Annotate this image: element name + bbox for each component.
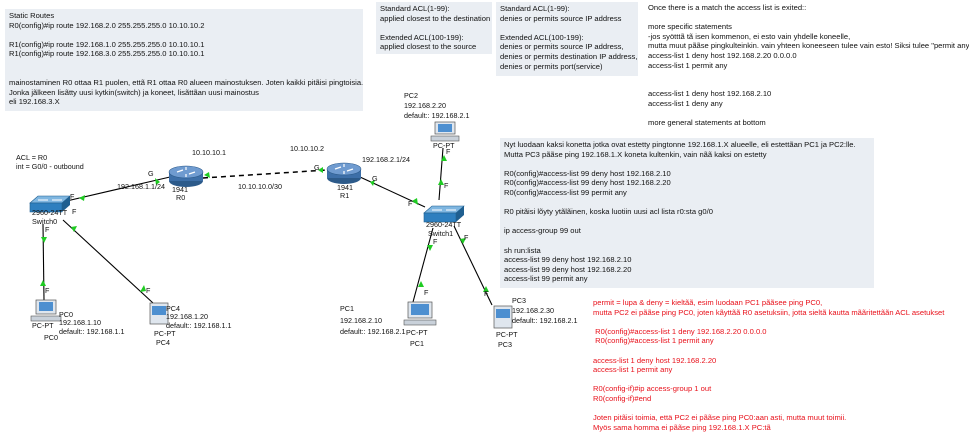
router-r0-name: R0 <box>176 193 186 202</box>
port-label: G <box>148 169 154 178</box>
r1-lan-ip-label: 192.168.2.1/24 <box>362 155 410 164</box>
pc3-gateway: default:: 192.168.2.1 <box>512 316 578 325</box>
acl-label: ACL = R0 int = G0/0 - outbound <box>16 153 84 171</box>
link-switch0-pc0 <box>42 223 45 301</box>
port-label: F <box>408 199 413 208</box>
port-label: F <box>70 192 75 201</box>
pc4-gateway: default:: 192.168.1.1 <box>166 321 232 330</box>
acl-ranges-note: Standard ACL(1-99): denies or permits so… <box>496 2 638 76</box>
static-routes-note: Static Routes R0(config)#ip route 192.16… <box>5 9 363 111</box>
pc4-name-below: PC4 <box>156 338 170 347</box>
pc2-gateway: default:: 192.168.2.1 <box>404 111 470 120</box>
port-label: F <box>45 225 50 234</box>
r1-wan-ip-label: 10.10.10.2 <box>290 144 324 153</box>
link-r0-switch0 <box>57 176 171 204</box>
link-switch0-pc4 <box>62 219 154 304</box>
router-r0-model: 1941 <box>172 185 188 194</box>
r0-lan-ip-label: 192.168.1.1/24 <box>117 182 165 191</box>
pc3-type: PC-PT <box>496 330 518 339</box>
pc0-name-below: PC0 <box>44 333 58 342</box>
port-label: F <box>424 288 429 297</box>
pc1-icon[interactable] <box>403 301 437 326</box>
links <box>42 147 493 306</box>
link-switch1-pc2 <box>438 147 444 201</box>
port-label: F <box>72 207 77 216</box>
pc1-gateway: default:: 192.168.2.1 <box>340 327 406 336</box>
acl99-note: Nyt luodaan kaksi konetta jotka ovat est… <box>500 138 874 288</box>
switch0-name: Switch0 <box>32 217 58 226</box>
router-r0-icon[interactable] <box>168 165 204 187</box>
pc0-ip: 192.168.1.10 <box>59 318 101 327</box>
router-r1-name: R1 <box>340 191 350 200</box>
port-label: G <box>314 163 320 172</box>
pc0-name: PC0 <box>59 310 73 319</box>
pc3-ip: 192.168.2.30 <box>512 306 554 315</box>
link-r0-r1 <box>202 169 328 179</box>
pc3-icon[interactable] <box>493 305 513 329</box>
pc4-type: PC-PT <box>154 329 176 338</box>
port-label: F <box>146 286 151 295</box>
standard-extended-acl-note: Standard ACL(1-99): applied closest to t… <box>376 2 492 54</box>
acl1-red-note: permit = lupa & deny = kieltãã, esim luo… <box>593 298 945 432</box>
switch0-model: 2960-24TT <box>32 208 68 217</box>
pc4-ip: 192.168.1.20 <box>166 312 208 321</box>
router-r1-icon[interactable] <box>326 162 362 184</box>
switch1-name: Switch1 <box>428 229 454 238</box>
pc3-name: PC3 <box>512 296 526 305</box>
switch1-icon[interactable] <box>423 205 465 223</box>
pc2-name: PC2 <box>404 91 418 100</box>
pc1-name-below: PC1 <box>410 339 424 348</box>
port-label: F <box>433 237 438 246</box>
pc2-icon[interactable] <box>430 121 460 142</box>
port-label: F <box>45 286 50 295</box>
pc1-type: PC-PT <box>406 328 428 337</box>
port-label: G <box>372 174 378 183</box>
pc4-name: PC4 <box>166 304 180 313</box>
link-switch1-pc1 <box>412 227 434 303</box>
pc1-name: PC1 <box>340 304 354 313</box>
link-status-markers <box>40 155 489 292</box>
port-label: F <box>446 147 451 156</box>
pc4-icon[interactable] <box>149 302 169 325</box>
pc0-icon[interactable] <box>30 299 62 322</box>
net-r0-r1-label: 10.10.10.0/30 <box>238 182 282 191</box>
switch1-model: 2960-24TT <box>426 220 462 229</box>
port-label: F <box>444 181 449 190</box>
pc2-type: PC-PT <box>433 141 455 150</box>
pc0-gateway: default:: 192.168.1.1 <box>59 327 125 336</box>
port-label: F <box>464 233 469 242</box>
pc1-ip: 192.168.2.10 <box>340 316 382 325</box>
pc3-name-below: PC3 <box>498 340 512 349</box>
match-rules-note: Once there is a match the access list is… <box>648 3 969 128</box>
pc0-type: PC-PT <box>32 321 54 330</box>
router-r1-model: 1941 <box>337 183 353 192</box>
pc2-ip: 192.168.2.20 <box>404 101 446 110</box>
switch0-icon[interactable] <box>29 195 71 213</box>
r0-wan-ip-label: 10.10.10.1 <box>192 148 226 157</box>
port-label: F <box>484 289 489 298</box>
